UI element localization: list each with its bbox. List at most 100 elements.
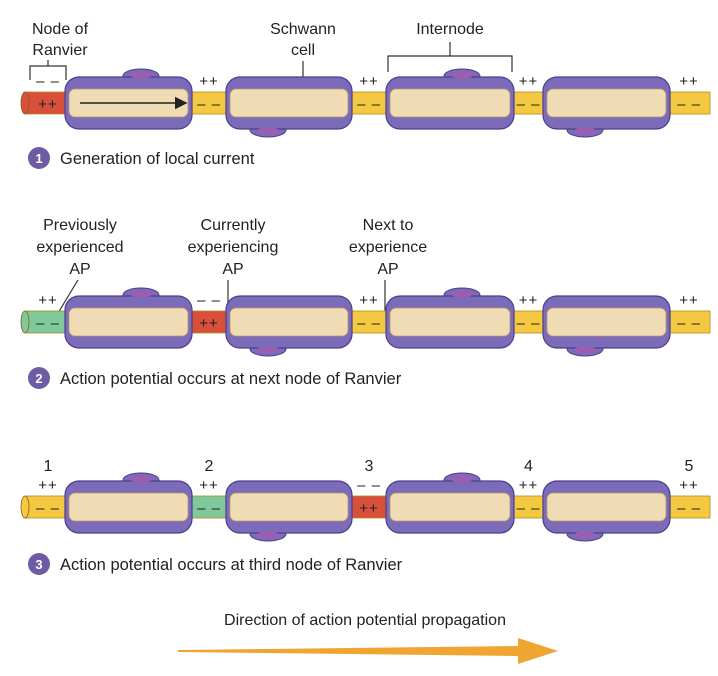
node-of-ranvier-4: – – ++ (511, 73, 546, 115)
outside-charge-label: – – (357, 477, 381, 494)
schwann-nucleus (451, 290, 473, 298)
axon-internode (229, 492, 349, 522)
step-3-caption: 3 Action potential occurs at third node … (28, 553, 403, 575)
axon-end-cap (20, 310, 30, 334)
svg-text:Generation of local current: Generation of local current (60, 150, 255, 168)
outside-charge-label: ++ (359, 73, 379, 90)
svg-text:AP: AP (69, 261, 90, 278)
schwann-cell-3 (385, 68, 515, 130)
schwann-nucleus (257, 127, 279, 135)
svg-text:AP: AP (222, 261, 243, 278)
outside-charge-label: ++ (38, 477, 58, 494)
label-next-to-experience-ap: Next to experience AP (349, 217, 427, 318)
svg-text:Ranvier: Ranvier (32, 42, 88, 59)
node-of-ranvier-2: – – ++ 2 (189, 458, 229, 519)
schwann-nucleus (130, 290, 152, 298)
axon-row-1: ++– –– –++– –++– –++– –++ (20, 68, 711, 138)
schwann-cell-1 (64, 68, 193, 130)
label-currently-experiencing-ap: Currently experiencing AP (188, 217, 279, 318)
axon-internode (229, 88, 349, 118)
node-of-ranvier-3: ++– –3 (349, 458, 389, 519)
axon-row-3: – –++1– –++2++– –3– –++4– –++5 (20, 458, 711, 542)
outside-charge-label: ++ (679, 292, 699, 309)
label-node-of-ranvier: Node of Ranvier (29, 21, 89, 80)
node-of-ranvier-2: – – ++ (189, 73, 229, 115)
node-of-ranvier-3: – – ++ (349, 73, 389, 115)
node-number-label: 2 (205, 458, 214, 475)
svg-text:1: 1 (35, 151, 42, 166)
step-1-caption: 1 Generation of local current (28, 147, 255, 169)
outside-charge-label: ++ (519, 73, 539, 90)
inside-charge-label: – – (36, 500, 60, 517)
svg-text:experience: experience (349, 239, 427, 256)
svg-text:3: 3 (35, 557, 42, 572)
label-previously-experienced-ap: Previously experienced AP (36, 217, 124, 319)
outside-charge-label: ++ (519, 292, 539, 309)
schwann-nucleus (257, 531, 279, 539)
schwann-cell-4 (542, 480, 671, 542)
node-of-ranvier-5: – – ++ (667, 73, 711, 115)
svg-text:Next to: Next to (363, 217, 414, 234)
schwann-cell-1 (64, 287, 193, 349)
inside-charge-label: – – (677, 315, 701, 332)
outside-charge-label: ++ (199, 477, 219, 494)
node-number-label: 3 (365, 458, 374, 475)
svg-text:Previously: Previously (43, 217, 117, 234)
schwann-cell-3 (385, 287, 515, 349)
svg-text:experiencing: experiencing (188, 239, 279, 256)
schwann-nucleus (130, 71, 152, 79)
svg-text:Action potential occurs at thi: Action potential occurs at third node of… (60, 556, 403, 574)
inside-charge-label: – – (677, 500, 701, 517)
svg-text:Internode: Internode (416, 21, 484, 38)
label-schwann-cell: Schwann cell (270, 21, 336, 90)
inside-charge-label: – – (517, 500, 541, 517)
outside-charge-label: ++ (519, 477, 539, 494)
svg-text:cell: cell (291, 42, 315, 59)
axon-internode (389, 88, 511, 118)
outside-charge-label: ++ (38, 292, 58, 309)
svg-text:experienced: experienced (36, 239, 123, 256)
outside-charge-label: ++ (679, 73, 699, 90)
inside-charge-label: – – (517, 96, 541, 113)
inside-charge-label: – – (197, 96, 221, 113)
schwann-nucleus (130, 475, 152, 483)
node-of-ranvier-1: – – ++ (20, 292, 68, 334)
inside-charge-label: – – (36, 315, 60, 332)
schwann-cell-3 (385, 472, 515, 534)
node-of-ranvier-1: – – ++ 1 (20, 458, 68, 519)
node-of-ranvier-4: – – ++ 4 (511, 458, 546, 519)
node-of-ranvier-5: – – ++ (667, 292, 711, 334)
node-of-ranvier-5: – –++5 (667, 458, 711, 519)
schwann-cell-1 (64, 472, 193, 534)
schwann-cell-2 (225, 480, 353, 542)
axon-internode (389, 492, 511, 522)
inside-charge-label: – – (677, 96, 701, 113)
schwann-cell-2 (225, 76, 353, 138)
node-of-ranvier-3: – –++ (349, 292, 389, 334)
axon-end-cap (20, 495, 30, 519)
step-2-caption: 2 Action potential occurs at next node o… (28, 367, 402, 389)
svg-text:AP: AP (377, 261, 398, 278)
outside-charge-label: ++ (199, 73, 219, 90)
propagation-direction-arrow (178, 638, 558, 664)
axon-internode (389, 307, 511, 337)
axon-row-2: – –++++– –– –++– –++– –++ (20, 287, 711, 357)
axon-internode (546, 88, 667, 118)
schwann-nucleus (451, 71, 473, 79)
direction-label: Direction of action potential propagatio… (224, 612, 506, 629)
svg-text:Node of: Node of (32, 21, 89, 38)
outside-charge-label: – – (197, 292, 221, 309)
node-number-label: 1 (44, 458, 53, 475)
schwann-cell-4 (542, 295, 671, 357)
inside-charge-label: – – (357, 96, 381, 113)
inside-charge-label: – – (197, 500, 221, 517)
node-of-ranvier-4: – –++ (511, 292, 546, 334)
axon-internode (229, 307, 349, 337)
svg-text:Schwann: Schwann (270, 21, 336, 38)
schwann-nucleus (574, 127, 596, 135)
node-number-label: 5 (685, 458, 694, 475)
node-number-label: 4 (524, 458, 533, 475)
axon-internode (68, 492, 189, 522)
axon-internode (546, 492, 667, 522)
